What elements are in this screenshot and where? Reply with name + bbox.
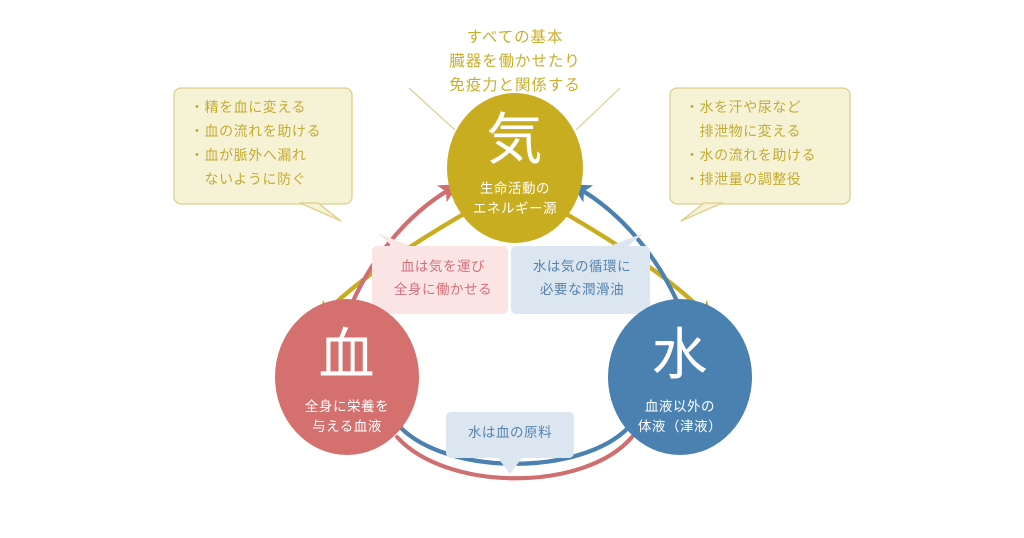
node-label-water-subtitle: 血液以外の 体液（津液） <box>637 399 723 435</box>
callout-qi-to-blood <box>173 87 353 222</box>
top-caption: すべての基本 臓器を働かせたり 免疫力と関係する <box>449 29 581 95</box>
callout-qi-to-water-text: ・水を汗や尿など 排泄物に変える ・水の流れを助ける ・排泄量の調整役 <box>685 101 817 189</box>
caption-leader-left <box>408 87 456 131</box>
relation-box-blood-to-qi <box>372 233 508 314</box>
relation-label-water-to-blood: 水は血の原料 <box>467 425 553 440</box>
callout-qi-to-water <box>669 87 851 222</box>
node-circle-water[interactable] <box>608 299 752 455</box>
node-circle-blood[interactable] <box>275 299 419 455</box>
relation-box-water-to-qi <box>511 233 650 314</box>
relation-box-water-to-blood <box>446 412 574 474</box>
node-label-qi-subtitle: 生命活動の エネルギー源 <box>472 181 558 217</box>
callout-qi-to-blood-text: ・精を血に変える ・血の流れを助ける ・血が脈外へ漏れ ないように防ぐ <box>190 101 322 189</box>
relation-label-blood-to-qi: 血は気を運び 全身に働かせる <box>393 259 493 297</box>
relation-label-water-to-qi: 水は気の循環に 必要な潤滑油 <box>532 259 632 297</box>
arc-blood-water-outer <box>394 434 635 481</box>
node-label-water-kanji: 水 <box>651 325 709 387</box>
node-label-blood-kanji: 血 <box>318 325 376 387</box>
arrow-water-to-qi <box>571 184 685 316</box>
node-label-blood-subtitle: 全身に栄養を 与える血液 <box>304 399 390 435</box>
node-circle-qi[interactable] <box>447 93 583 243</box>
caption-leader-right <box>575 87 621 131</box>
node-label-qi-kanji: 気 <box>486 110 544 172</box>
